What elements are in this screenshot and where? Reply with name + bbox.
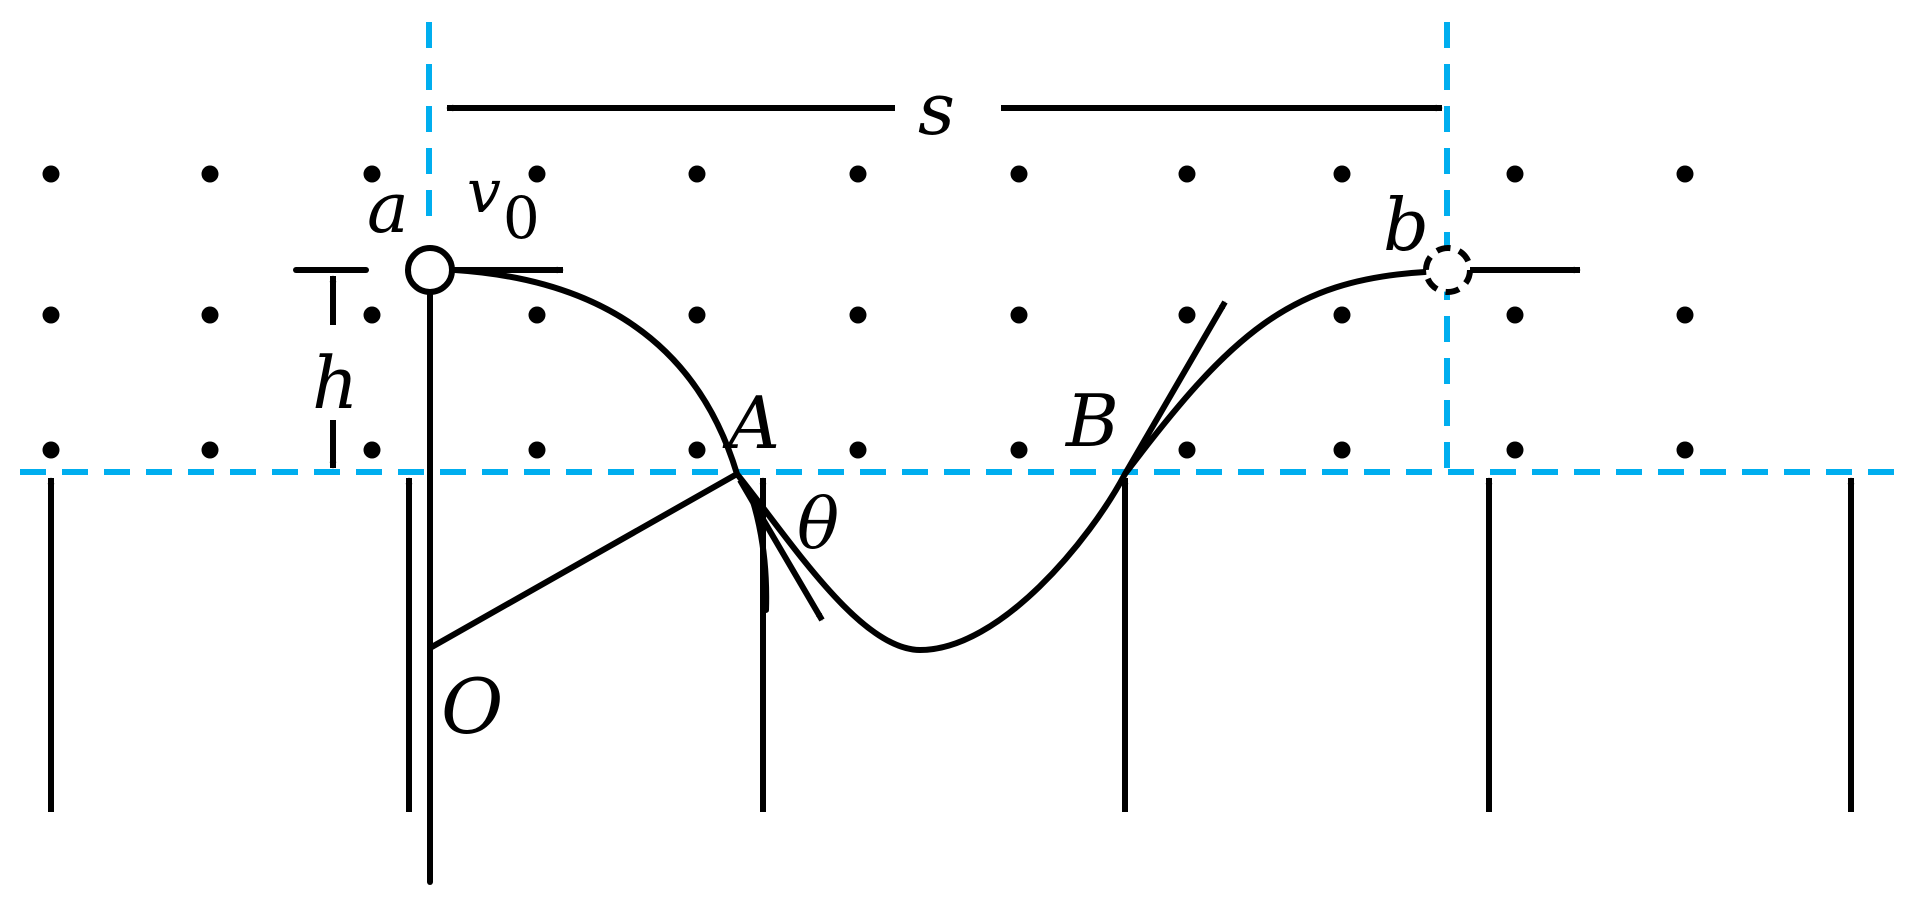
label-h: h (312, 341, 358, 425)
magnetic-field-dot-10 (1506, 165, 1524, 183)
label-v0: v0 (467, 157, 540, 252)
magnetic-field-dot-27 (688, 441, 706, 459)
magnetic-field-dot-8 (1178, 165, 1196, 183)
magnetic-field-dot-24 (201, 441, 219, 459)
label-B: B (1064, 379, 1119, 463)
magnetic-field-dot-5 (688, 165, 706, 183)
magnetic-field-dot-12 (42, 306, 60, 324)
magnetic-field-dot-21 (1506, 306, 1524, 324)
magnetic-field-dot-4 (528, 165, 546, 183)
magnetic-field-dot-2 (201, 165, 219, 183)
label-v0-v: v (467, 157, 501, 227)
magnetic-field-dots (42, 165, 1694, 459)
magnetic-field-dot-23 (42, 441, 60, 459)
magnetic-field-dot-11 (1676, 165, 1694, 183)
label-A: A (722, 381, 780, 465)
magnetic-field-dot-3 (363, 165, 381, 183)
magnetic-field-dot-19 (1178, 306, 1196, 324)
magnetic-field-dot-1 (42, 165, 60, 183)
magnetic-field-dot-30 (1178, 441, 1196, 459)
particle-trajectory (452, 267, 1428, 653)
label-v0-subscript: 0 (503, 184, 540, 252)
magnetic-field-dot-33 (1676, 441, 1694, 459)
magnetic-field-dot-29 (1010, 441, 1028, 459)
theta-angle-arc (747, 489, 770, 613)
magnetic-field-dot-17 (849, 306, 867, 324)
magnetic-field-dot-20 (1333, 306, 1351, 324)
label-O: O (441, 662, 503, 751)
label-s: s (918, 67, 955, 151)
magnetic-field-dot-16 (688, 306, 706, 324)
magnetic-field-dot-15 (528, 306, 546, 324)
magnetic-field-dot-14 (363, 306, 381, 324)
magnetic-field-dot-32 (1506, 441, 1524, 459)
magnetic-field-dot-9 (1333, 165, 1351, 183)
velocity-arrow-at-B (1122, 300, 1228, 476)
magnetic-field-dot-13 (201, 306, 219, 324)
radius-O-to-A (427, 471, 740, 651)
label-b: b (1383, 183, 1429, 267)
particle-a-circle (405, 245, 455, 295)
magnetic-field-dot-28 (849, 441, 867, 459)
magnetic-field-dot-22 (1676, 306, 1694, 324)
magnetic-field-dot-6 (849, 165, 867, 183)
label-a: a (367, 167, 409, 249)
label-theta: θ (797, 483, 839, 565)
magnetic-field-dot-18 (1010, 306, 1028, 324)
magnetic-field-dot-26 (528, 441, 546, 459)
magnetic-field-dot-31 (1333, 441, 1351, 459)
particle-b-dashed-circle (1423, 245, 1473, 295)
magnetic-field-dot-7 (1010, 165, 1028, 183)
magnetic-field-dot-25 (363, 441, 381, 459)
